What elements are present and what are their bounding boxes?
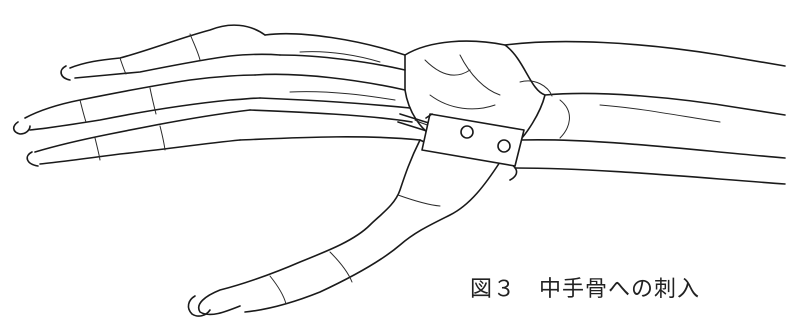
forearm-bones: [505, 42, 785, 184]
metacarpal-bones: [240, 34, 420, 140]
figure-caption: 図３ 中手骨への刺入: [470, 271, 700, 303]
thumb-bones: [188, 140, 500, 316]
finger-phalanges: [14, 25, 280, 166]
